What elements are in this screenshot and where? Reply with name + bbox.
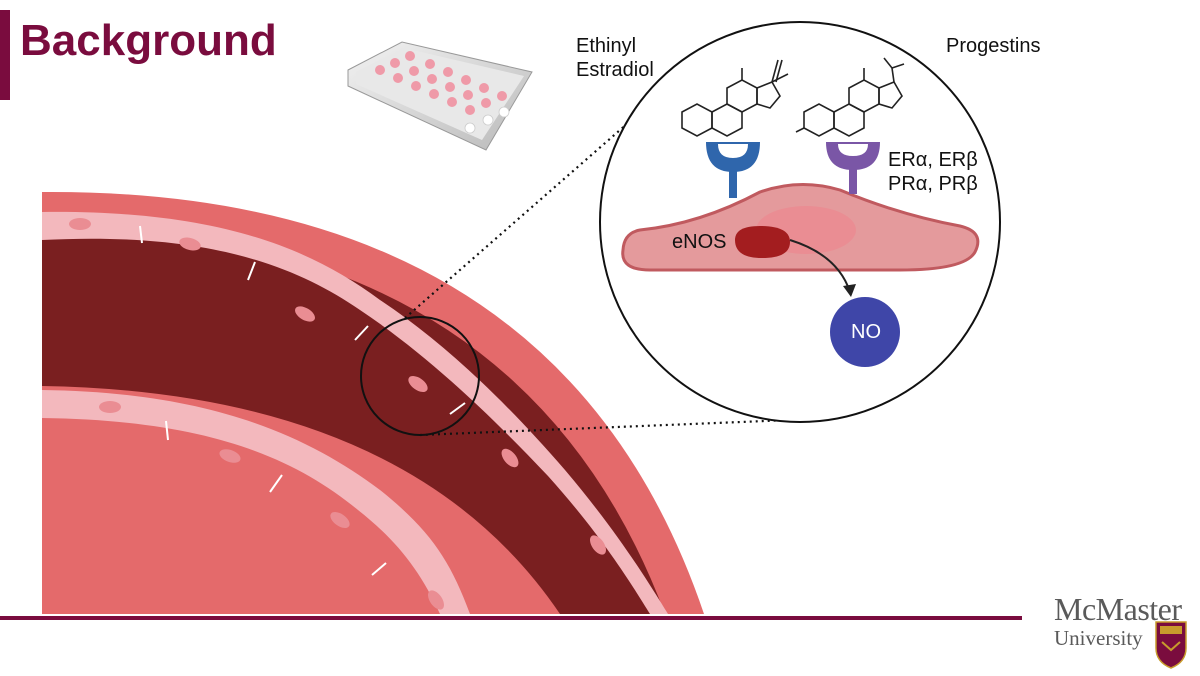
no-sphere [830,297,900,367]
enos-label: eNOS [672,231,727,253]
pills [375,51,507,115]
pr-receptor [826,142,880,194]
cell-borders [139,225,466,576]
no-label: NO [851,321,881,343]
enzyme-arrowhead [843,284,856,297]
endothelium-lower [42,390,470,614]
endothelium-upper [42,211,668,614]
title-accent-bar [0,10,10,100]
zoom-line-bottom [419,418,791,437]
enos-enzyme [735,226,790,258]
label-estradiol: Estradiol [576,59,654,81]
endothelial-nuclei [69,218,606,610]
logo-name: McMaster [1054,591,1182,627]
crest-icon [1155,621,1187,669]
logo-subtitle: University [1054,626,1143,650]
receptor-label-pr: PRα, PRβ [888,173,978,195]
receptor-label-er: ERα, ERβ [888,149,978,171]
mcmaster-logo: McMaster University [1054,592,1182,650]
placebo-pills [464,106,510,134]
progestin-structure [795,57,905,137]
bottom-rule [0,616,1022,620]
label-progestins: Progestins [946,35,1041,57]
ethinyl-estradiol-structure [681,59,789,137]
label-ethinyl: Ethinyl [576,35,637,57]
pill-pack-image [347,41,533,151]
slide-title: Background [20,16,277,65]
blood-vessel [42,191,704,614]
enzyme-arrow [789,239,851,293]
er-receptor [706,142,760,198]
